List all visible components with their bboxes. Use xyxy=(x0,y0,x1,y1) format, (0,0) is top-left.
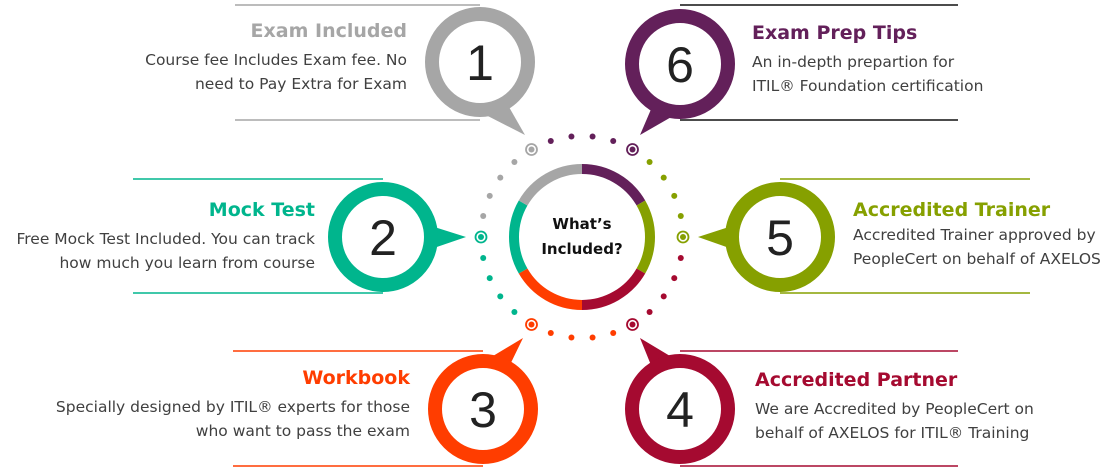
item-mock-test: Mock Test Free Mock Test Included. You c… xyxy=(0,199,315,275)
circle-1 xyxy=(425,7,535,117)
target-marker-center xyxy=(528,321,535,328)
item-desc-line: who want to pass the exam xyxy=(195,422,410,440)
item-accredited-partner: Accredited Partner We are Accredited by … xyxy=(755,369,1085,445)
number-1: 1 xyxy=(466,35,494,91)
item-title: Accredited Partner xyxy=(755,369,958,391)
center-label: What’s Included? xyxy=(541,215,623,258)
circle-3 xyxy=(428,354,538,464)
dot xyxy=(497,293,504,300)
dot xyxy=(610,137,617,144)
dot xyxy=(677,254,684,261)
target-marker-center xyxy=(629,146,636,153)
item-exam-prep-tips: Exam Prep Tips An in-depth prepartion fo… xyxy=(752,22,1082,98)
number-4: 4 xyxy=(666,382,694,438)
dot xyxy=(646,309,653,316)
target-marker-center xyxy=(478,234,484,240)
center-ring xyxy=(509,164,655,310)
dot xyxy=(480,213,487,220)
dot xyxy=(568,133,575,140)
item-title: Mock Test xyxy=(208,199,315,221)
item-desc-line: need to Pay Extra for Exam xyxy=(194,75,407,93)
item-desc-line: An in-depth prepartion for xyxy=(752,53,955,71)
dot xyxy=(610,330,617,337)
ring-segment xyxy=(518,268,583,310)
ring-segment xyxy=(518,164,583,206)
dot xyxy=(486,275,493,282)
dot xyxy=(589,334,596,341)
ring-segment xyxy=(581,164,646,206)
item-title: Accredited Trainer xyxy=(853,199,1051,221)
number-2: 2 xyxy=(369,210,397,266)
divider-lines xyxy=(133,4,1030,467)
dot xyxy=(547,137,554,144)
item-desc-line: PeopleCert on behalf of AXELOS xyxy=(853,250,1101,268)
circle-2 xyxy=(328,182,438,292)
number-5: 5 xyxy=(766,210,794,266)
item-exam-included: Exam Included Course fee Includes Exam f… xyxy=(77,20,407,96)
number-6: 6 xyxy=(666,37,694,93)
item-desc-line: how much you learn from course xyxy=(59,254,315,272)
item-desc-line: behalf of AXELOS for ITIL® Training xyxy=(755,424,1030,442)
dot-ring xyxy=(474,133,690,341)
number-3: 3 xyxy=(469,382,497,438)
dot xyxy=(568,334,575,341)
circle-4 xyxy=(625,354,735,464)
target-marker-center xyxy=(629,321,636,328)
ring-segment xyxy=(509,200,528,274)
item-workbook: Workbook Specially designed by ITIL® exp… xyxy=(0,367,410,443)
item-desc-line: Accredited Trainer approved by xyxy=(853,226,1096,244)
item-accredited-trainer: Accredited Trainer Accredited Trainer ap… xyxy=(853,199,1116,271)
dot xyxy=(660,174,667,181)
dot xyxy=(589,133,596,140)
item-desc-line: We are Accredited by PeopleCert on xyxy=(755,400,1034,418)
dot xyxy=(660,293,667,300)
dot xyxy=(497,174,504,181)
item-title: Exam Prep Tips xyxy=(752,22,918,44)
dot xyxy=(486,192,493,199)
circle-5 xyxy=(725,182,835,292)
target-marker-center xyxy=(528,146,535,153)
target-marker-center xyxy=(680,234,686,240)
item-desc-line: Course fee Includes Exam fee. No xyxy=(145,51,407,69)
dot xyxy=(511,309,518,316)
item-title: Workbook xyxy=(302,367,410,389)
dot xyxy=(671,275,678,282)
ring-segment xyxy=(581,268,646,310)
dot xyxy=(511,158,518,165)
dot xyxy=(671,192,678,199)
item-desc-line: ITIL® Foundation certification xyxy=(752,77,984,95)
dot xyxy=(677,213,684,220)
item-desc-line: Free Mock Test Included. You can track xyxy=(16,230,315,248)
dot xyxy=(547,330,554,337)
ring-segment xyxy=(636,200,655,274)
item-title: Exam Included xyxy=(250,20,407,42)
dot xyxy=(480,254,487,261)
dot xyxy=(646,158,653,165)
circle-6 xyxy=(625,9,735,119)
item-desc-line: Specially designed by ITIL® experts for … xyxy=(55,398,410,416)
